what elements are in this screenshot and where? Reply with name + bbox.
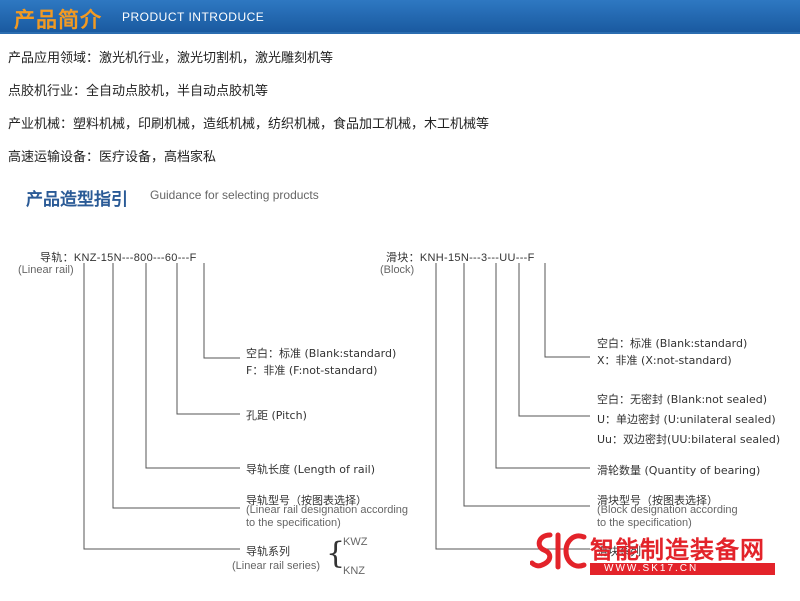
block-seal-line3: Uu：双边密封(UU:bilateral sealed) [597,433,781,446]
guide-title-cn: 产品造型指引 [26,190,128,210]
block-line-model [463,263,590,507]
rail-model-en2: to the specification) [246,517,341,529]
rail-line-length [145,263,240,469]
block-line-qty [495,263,590,469]
header-title-cn: 产品简介 [14,8,102,32]
block-model-en2: to the specification) [597,517,692,529]
block-qty-label: 滑轮数量 (Quantity of bearing) [597,464,761,477]
rail-series-brace: { [326,536,346,571]
rail-line-f [203,263,240,359]
rail-series-opt1: KWZ [343,536,368,548]
rail-code-en: (Linear rail) [18,264,74,276]
block-line-seal [518,263,590,417]
header-banner: 产品简介 PRODUCT INTRODUCE [0,0,800,34]
application-line-1: 产品应用领域：激光机行业，激光切割机，激光雕刻机等 [8,51,334,66]
guide-title-en: Guidance for selecting products [150,188,319,202]
rail-length-label: 导轨长度 (Length of rail) [246,463,375,476]
rail-line-pitch [176,263,240,415]
watermark-bar [590,563,775,575]
block-model-cn: 滑块型号（按图表选择） [597,494,718,507]
application-line-4: 高速运输设备：医疗设备，高档家私 [8,150,217,165]
rail-series-cn: 导轨系列 [246,545,290,558]
block-code-en: (Block) [380,264,415,276]
block-x-line2: X：非准 (X:not-standard) [597,354,732,367]
application-line-2: 点胶机行业：全自动点胶机，半自动点胶机等 [8,84,269,99]
rail-model-cn: 导轨型号（按图表选择） [246,494,367,507]
block-code: 滑块：KNH-15N---3---UU---F [386,251,535,264]
block-x-line1: 空白：标准 (Blank:standard) [597,337,748,350]
block-seal-line1: 空白：无密封 (Blank:not sealed) [597,393,768,406]
rail-code: 导轨：KNZ-15N---800---60---F [40,251,197,264]
block-seal-line2: U：单边密封 (U:unilateral sealed) [597,413,776,426]
rail-f-line2: F：非准 (F:not-standard) [246,364,378,377]
rail-model-en1: (Linear rail designation according [246,504,409,516]
rail-f-line1: 空白：标准 (Blank:standard) [246,347,397,360]
rail-series-opt2: KNZ [343,565,365,577]
watermark-text: 智能制造装备网 [590,536,765,564]
block-line-x [544,263,590,358]
rail-line-series [83,263,240,550]
watermark-url: WWW.SK17.CN [604,563,699,574]
watermark-logo-icon [530,532,587,570]
rail-line-model [112,263,240,509]
block-model-en1: (Block designation according [597,504,738,516]
block-series-cn: 滑块系列 [597,545,641,558]
application-line-3: 产业机械：塑料机械，印刷机械，造纸机械，纺织机械，食品加工机械，木工机械等 [8,117,490,132]
rail-pitch-label: 孔距 (Pitch) [246,409,307,422]
header-title-en: PRODUCT INTRODUCE [122,10,265,24]
rail-series-en: (Linear rail series) [232,560,321,572]
